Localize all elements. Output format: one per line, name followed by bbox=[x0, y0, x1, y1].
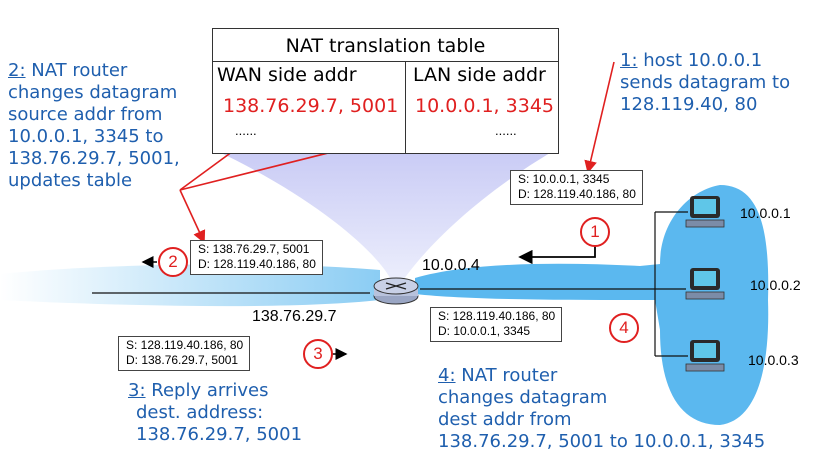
computer-icon-host3 bbox=[685, 340, 725, 372]
nat-table-title: NAT translation table bbox=[285, 35, 486, 57]
host3-address: 10.0.0.3 bbox=[748, 352, 799, 368]
router-lan-address: 10.0.0.4 bbox=[422, 257, 480, 274]
step4-note: 4: NAT router changes datagram dest addr… bbox=[438, 365, 765, 453]
table-cone bbox=[215, 150, 555, 282]
step3-line2: dest. address: bbox=[136, 402, 264, 423]
step4-line2: changes datagram bbox=[438, 387, 608, 408]
step2-note: 2: NAT router changes datagram source ad… bbox=[8, 60, 180, 192]
router-icon bbox=[373, 277, 419, 305]
datagram-4-dst: D: 10.0.0.1, 3345 bbox=[438, 324, 531, 338]
step4-line4: 138.76.29.7, 5001 to 10.0.0.1, 3345 bbox=[438, 431, 766, 452]
lan-header: LAN side addr bbox=[413, 64, 546, 86]
step1-line3: 128.119.40, 80 bbox=[620, 94, 758, 115]
lan-entry: 10.0.0.1, 3345 bbox=[415, 95, 554, 117]
step3-line3: 138.76.29.7, 5001 bbox=[136, 424, 303, 445]
step2-line1: NAT router bbox=[25, 60, 128, 81]
step3-note: 3: Reply arrives dest. address: 138.76.2… bbox=[128, 380, 302, 446]
step1-number: 1: bbox=[620, 50, 638, 71]
datagram-3: S: 128.119.40.186, 80 D: 138.76.29.7, 50… bbox=[118, 336, 251, 371]
nat-table-divider bbox=[213, 61, 558, 62]
step1-line2: sends datagram to bbox=[620, 72, 791, 93]
step2-line5: 138.76.29.7, 5001, bbox=[8, 148, 180, 169]
datagram-4: S: 128.119.40.186, 80 D: 10.0.0.1, 3345 bbox=[430, 307, 563, 342]
step2-line3: source addr from bbox=[8, 104, 163, 125]
wan-more-entries: ...... bbox=[235, 123, 257, 138]
datagram-1: S: 10.0.0.1, 3345 D: 128.119.40.186, 80 bbox=[510, 170, 643, 205]
wan-header: WAN side addr bbox=[217, 64, 357, 86]
step-badge-1: 1 bbox=[580, 217, 610, 247]
step4-number: 4: bbox=[438, 365, 456, 386]
step-badge-2: 2 bbox=[158, 247, 188, 277]
nat-table-column-divider bbox=[405, 61, 406, 153]
datagram-2-src: S: 138.76.29.7, 5001 bbox=[198, 242, 310, 256]
step4-line3: dest addr from bbox=[438, 409, 572, 430]
step2-line2: changes datagram bbox=[8, 82, 178, 103]
step1-note: 1: host 10.0.0.1 sends datagram to 128.1… bbox=[620, 50, 790, 116]
step-badge-3: 3 bbox=[303, 339, 333, 369]
router-wan-address: 138.76.29.7 bbox=[252, 308, 337, 325]
step2-number: 2: bbox=[8, 60, 26, 81]
datagram-4-src: S: 128.119.40.186, 80 bbox=[438, 309, 556, 323]
step3-number: 3: bbox=[128, 380, 146, 401]
datagram-3-src: S: 128.119.40.186, 80 bbox=[126, 338, 244, 352]
datagram-2: S: 138.76.29.7, 5001 D: 128.119.40.186, … bbox=[190, 240, 323, 275]
step2-line6: updates table bbox=[8, 170, 133, 191]
computer-icon-host1 bbox=[685, 196, 725, 228]
datagram-1-src: S: 10.0.0.1, 3345 bbox=[518, 172, 610, 186]
datagram-3-dst: D: 138.76.29.7, 5001 bbox=[126, 353, 239, 367]
step4-line1: NAT router bbox=[455, 365, 558, 386]
wan-entry: 138.76.29.7, 5001 bbox=[223, 95, 399, 117]
host1-address: 10.0.0.1 bbox=[740, 205, 791, 221]
lan-network bbox=[415, 185, 769, 425]
nat-translation-table: NAT translation table WAN side addr LAN … bbox=[212, 28, 559, 154]
step2-line4: 10.0.0.1, 3345 to bbox=[8, 126, 164, 147]
step-badge-4: 4 bbox=[609, 313, 639, 343]
datagram-1-dst: D: 128.119.40.186, 80 bbox=[518, 187, 636, 201]
step1-line1: host 10.0.0.1 bbox=[637, 50, 763, 71]
datagram-2-dst: D: 128.119.40.186, 80 bbox=[198, 257, 316, 271]
step3-line1: Reply arrives bbox=[145, 380, 269, 401]
host2-address: 10.0.0.2 bbox=[750, 277, 801, 293]
computer-icon-host2 bbox=[685, 268, 725, 300]
lan-more-entries: ...... bbox=[495, 123, 517, 138]
